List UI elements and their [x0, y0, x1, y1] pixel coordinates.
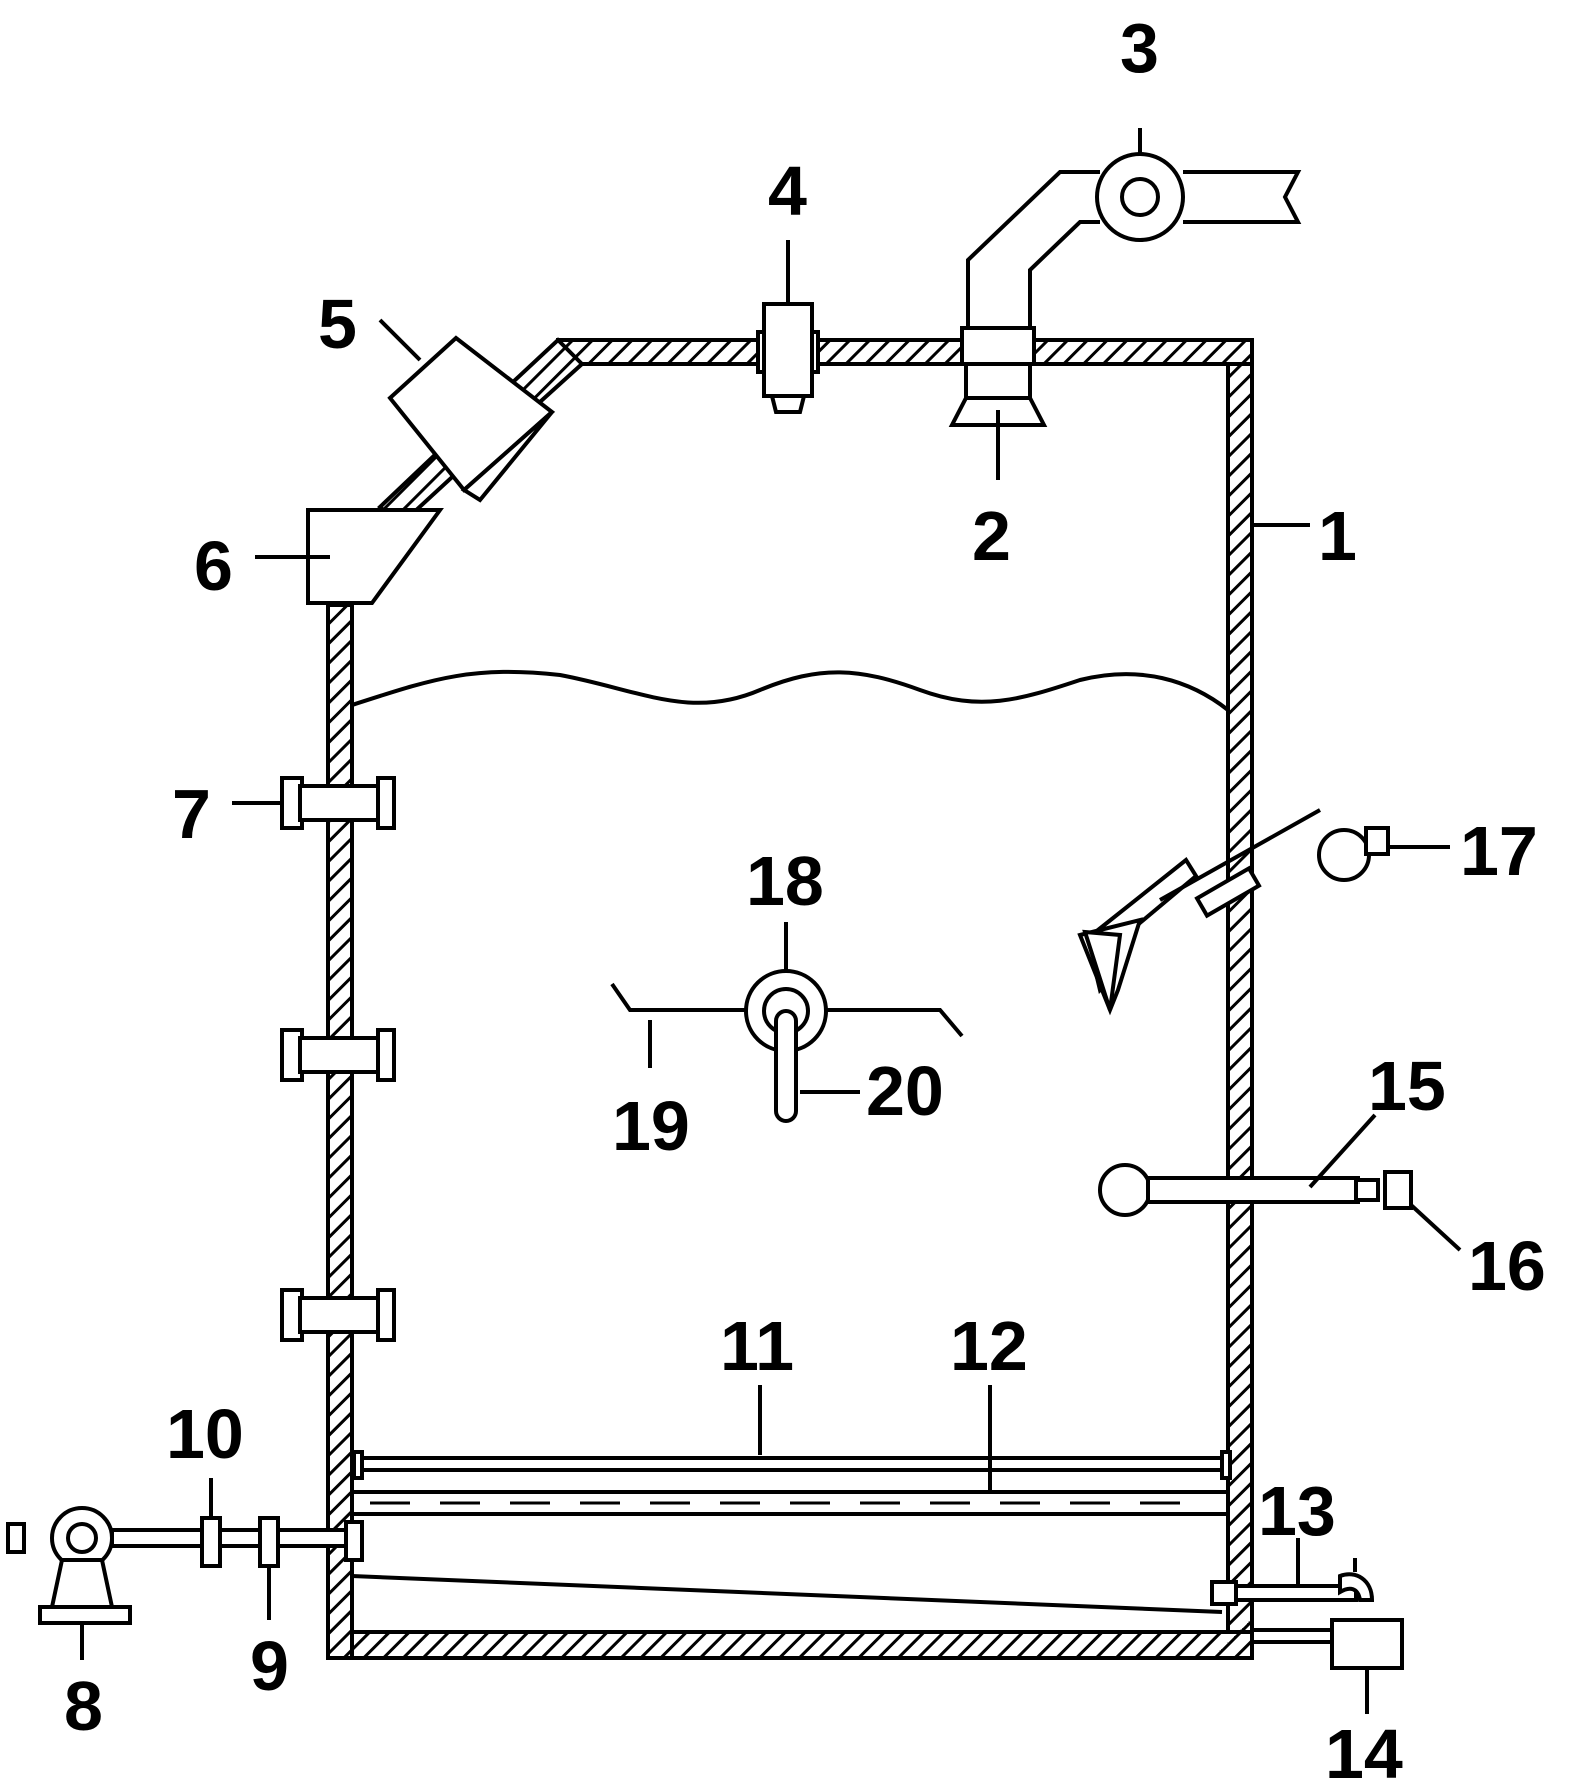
label-6: 6 — [194, 527, 233, 605]
label-10: 10 — [166, 1395, 244, 1473]
filter-plates-11-12 — [350, 1385, 1232, 1516]
label-7: 7 — [172, 775, 211, 853]
agitator-18 — [610, 922, 964, 1123]
hopper-5 — [378, 318, 556, 503]
label-12: 12 — [950, 1307, 1028, 1385]
label-18: 18 — [746, 842, 824, 920]
label-3: 3 — [1120, 9, 1159, 87]
label-2: 2 — [972, 497, 1011, 575]
label-15: 15 — [1368, 1047, 1446, 1125]
label-17: 17 — [1460, 812, 1538, 890]
sensor-4 — [756, 240, 820, 414]
label-14: 14 — [1325, 1715, 1403, 1784]
inlet-pipe-2 — [948, 170, 1100, 480]
liquid-surface — [351, 669, 1230, 712]
label-1: 1 — [1318, 497, 1357, 575]
outlet-valves-13-14 — [1210, 1538, 1404, 1714]
blower-3 — [1095, 128, 1302, 242]
label-9: 9 — [250, 1627, 289, 1705]
spray-nozzle-17 — [1077, 808, 1450, 1016]
valve-6 — [255, 508, 444, 605]
wall-fittings-7 — [232, 776, 396, 1342]
label-8: 8 — [64, 1667, 103, 1745]
label-20: 20 — [866, 1052, 944, 1130]
label-13: 13 — [1258, 1472, 1336, 1550]
inlet-pump-8 — [6, 1478, 364, 1660]
heater-rod-15 — [1098, 1113, 1462, 1252]
label-4: 4 — [768, 152, 807, 230]
label-5: 5 — [318, 285, 357, 363]
bottom-slope — [351, 1574, 1223, 1614]
label-16: 16 — [1468, 1227, 1546, 1305]
label-11: 11 — [720, 1307, 794, 1385]
label-19: 19 — [612, 1087, 690, 1165]
